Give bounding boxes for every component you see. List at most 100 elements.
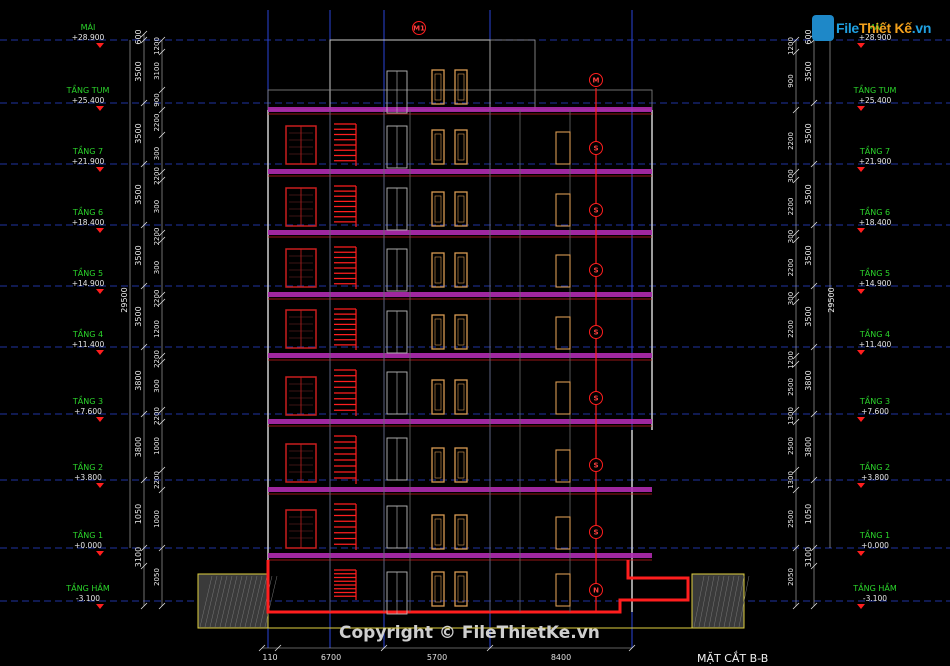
dimension-tick (140, 476, 148, 484)
copyright-watermark: Copyright © FileThietKe.vn (339, 623, 600, 643)
door-leaf-right (555, 131, 571, 165)
level-elevation-left: +3.800 (74, 473, 102, 482)
level-name-left: TẦNG 6 (72, 205, 103, 217)
floor-slab (268, 230, 652, 235)
dimension-value: 3500 (134, 306, 143, 326)
level-marker-icon (857, 417, 865, 422)
dimension-tick (158, 131, 166, 139)
bottom-dimension-value: 8400 (551, 653, 571, 662)
floor-slab (268, 107, 652, 112)
dimension-tick (158, 48, 166, 56)
dimension-tick (140, 343, 148, 351)
level-marker-icon (857, 350, 865, 355)
section-tag-icon (412, 21, 426, 35)
dimension-value: 300 (787, 230, 795, 243)
dimension-value: 3500 (134, 245, 143, 265)
hatch-line (234, 575, 248, 628)
floor-slab (268, 353, 652, 358)
level-marker-icon (857, 106, 865, 111)
door-leaf-right (555, 449, 571, 483)
hatch-line (718, 575, 730, 628)
dimension-value: 300 (787, 169, 795, 182)
section-tag-icon (589, 525, 603, 539)
dimension-tick (140, 160, 148, 168)
level-name-left: TẦNG 2 (72, 460, 103, 472)
door-panel (457, 451, 465, 479)
dimension-value: 300 (153, 261, 161, 274)
dimension-tick (140, 602, 148, 610)
section-tag-icon (589, 203, 603, 217)
level-elevation-left: +0.000 (74, 541, 102, 550)
dimension-value: 2200 (153, 228, 161, 246)
level-elevation-right: +0.000 (861, 541, 889, 550)
dimension-tick (792, 406, 800, 414)
dimension-value: 300 (153, 379, 161, 392)
door-leaf (454, 252, 468, 288)
door-panel (457, 575, 465, 603)
dimension-tick (140, 221, 148, 229)
dimension-value: 3100 (134, 547, 143, 567)
level-elevation-right: +18.400 (859, 218, 892, 227)
hatch-line (698, 575, 710, 628)
dimension-value: 3500 (134, 184, 143, 204)
level-elevation-right: +21.900 (859, 157, 892, 166)
dimension-tick (792, 418, 800, 426)
logo-icon (812, 15, 834, 41)
level-name-left: MÁI (81, 21, 96, 32)
level-marker-icon (857, 551, 865, 556)
door-leaf (431, 191, 445, 227)
door-leaf-right (555, 516, 571, 550)
door-leaf (431, 447, 445, 483)
floor-slab (268, 169, 652, 174)
dimension-tick (792, 466, 800, 474)
dimension-tick (158, 358, 166, 366)
hatch-line (264, 575, 278, 628)
floor-slab (268, 487, 652, 492)
dimension-value: 2200 (153, 350, 161, 368)
level-elevation-left: +18.400 (72, 218, 105, 227)
door-panel (434, 383, 442, 411)
dimension-tick (158, 602, 166, 610)
dimension-tick (140, 544, 148, 552)
hatch-line (224, 575, 238, 628)
dimension-value: 3500 (134, 61, 143, 81)
door-leaf (454, 69, 468, 105)
dimension-value: 900 (153, 93, 161, 106)
section-tag-label: S (593, 145, 598, 153)
dimension-tick (810, 602, 818, 610)
door-leaf (431, 314, 445, 350)
dimension-value: 2500 (787, 437, 795, 455)
section-tag-label: S (593, 462, 598, 470)
door-leaf (431, 252, 445, 288)
section-tag-label: N (593, 587, 599, 595)
dimension-value: 1300 (787, 471, 795, 489)
hatch-line (703, 575, 715, 628)
level-elevation-right: +14.900 (859, 279, 892, 288)
door-leaf (431, 571, 445, 607)
dimension-value: 2050 (153, 568, 161, 586)
hatch-line (738, 575, 750, 628)
level-elevation-right: -3.100 (863, 594, 887, 603)
dimension-value: 2050 (787, 568, 795, 586)
dimension-tick (810, 544, 818, 552)
section-tag-icon (589, 263, 603, 277)
level-name-left: TẦNG 1 (72, 528, 103, 540)
hatch-line (723, 575, 735, 628)
floor-slab (268, 419, 652, 424)
level-name-right: TẦNG 2 (859, 460, 890, 472)
door-leaf (431, 514, 445, 550)
door-panel (457, 518, 465, 546)
dimension-value: 1000 (153, 510, 161, 528)
dimension-tick (158, 418, 166, 426)
door-panel (434, 73, 442, 101)
door-leaf (454, 191, 468, 227)
floor-slab (268, 292, 652, 297)
door-leaf (454, 129, 468, 165)
dimension-tick (158, 486, 166, 494)
dimension-value: 600 (804, 29, 813, 44)
dimension-tick (140, 99, 148, 107)
ground-hatch (197, 573, 750, 629)
dimension-tick (158, 236, 166, 244)
hatch-line (713, 575, 725, 628)
dimension-value: 3500 (134, 123, 143, 143)
